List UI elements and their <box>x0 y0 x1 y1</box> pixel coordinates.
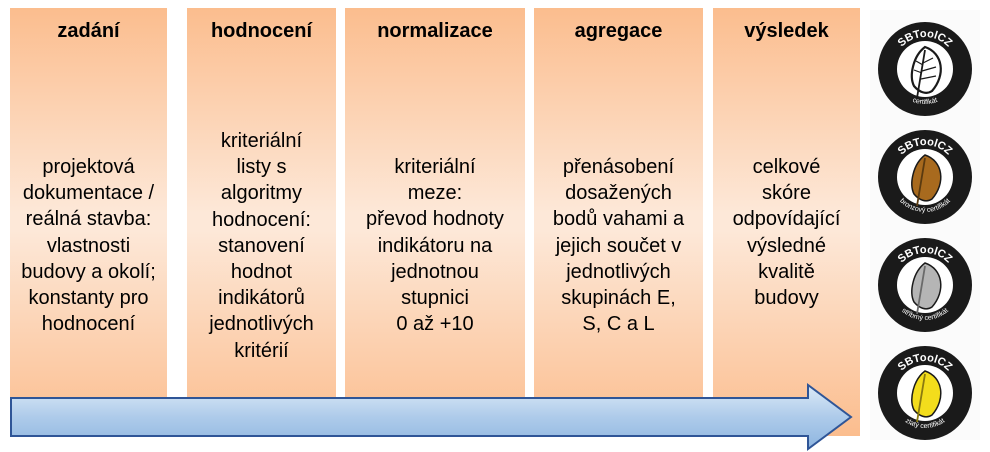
step-description: kriteriální listy s algoritmy hodnocení:… <box>209 130 314 362</box>
certificate-badge: SBToolCZ stříbrný certifikát <box>876 236 974 334</box>
step-title: výsledek <box>744 20 829 42</box>
badge-caption: certifikát <box>912 97 939 106</box>
step-title: agregace <box>574 20 663 42</box>
certificate-badges: SBToolCZ certifikát SBToolCZ bronzový c <box>870 10 980 440</box>
certificate-badge: SBToolCZ certifikát <box>876 20 974 118</box>
step-description: kriteriální meze: převod hodnoty indikát… <box>366 156 504 336</box>
step-agregace: agregace přenásobení dosažených bodů vah… <box>534 8 703 436</box>
step-hodnoceni: hodnocení kriteriální listy s algoritmy … <box>187 8 336 436</box>
white-leaf-icon <box>910 45 942 99</box>
step-vysledek: výsledek celkové skóre odpovídající výsl… <box>713 8 860 436</box>
bronze-leaf-icon <box>911 154 942 207</box>
certificate-badge: SBToolCZ bronzový certifikát <box>876 128 974 226</box>
step-title: zadání <box>57 20 120 42</box>
step-title: hodnocení <box>210 20 313 42</box>
step-description: celkové skóre odpovídající výsledné kval… <box>732 156 841 310</box>
step-zadani: zadání projektová dokumentace / reálná s… <box>10 8 167 436</box>
step-description: projektová dokumentace / reálná stavba: … <box>21 156 156 336</box>
certificate-badge: SBToolCZ zlatý certifikát <box>876 344 974 442</box>
step-description: přenásobení dosažených bodů vahami a jej… <box>552 156 685 336</box>
silver-leaf-icon <box>911 262 942 315</box>
svg-text:certifikát: certifikát <box>912 97 939 106</box>
gold-leaf-icon <box>911 370 942 423</box>
step-normalizace: normalizace kriteriální meze: převod hod… <box>345 8 525 436</box>
step-title: normalizace <box>377 20 493 42</box>
